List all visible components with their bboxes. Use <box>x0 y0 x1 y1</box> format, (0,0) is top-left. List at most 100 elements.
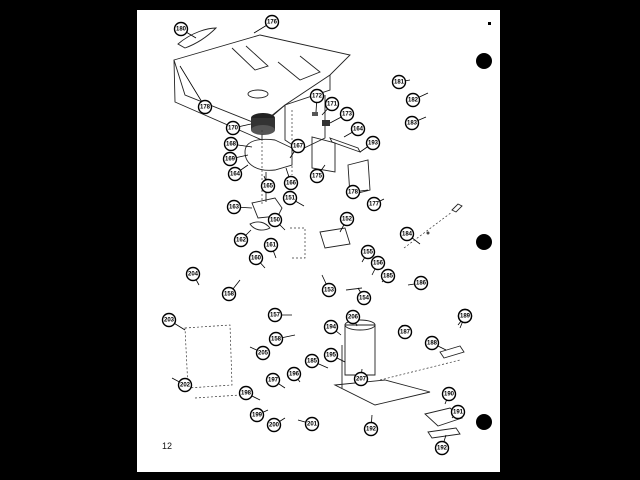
callout-circle <box>185 266 201 282</box>
callout-label: 178 <box>200 105 211 111</box>
callout-compressor-top: 206 <box>345 309 361 327</box>
callout-bracket-b: 198 <box>238 385 261 401</box>
speck-mark <box>488 22 491 25</box>
callout-circle <box>324 96 340 112</box>
callout-valve-screw: 156 <box>370 255 386 276</box>
callout-label: 170 <box>228 126 239 132</box>
callout-circle <box>399 226 415 242</box>
callout-switch-screw: 164 <box>343 121 366 138</box>
callout-knob: 181 <box>391 74 411 90</box>
callout-label: 198 <box>241 391 252 397</box>
callout-circle <box>263 237 279 253</box>
callout-label: 151 <box>285 196 296 202</box>
callout-label: 205 <box>258 351 269 357</box>
page-number: 12 <box>162 441 173 451</box>
callout-base-rail: 192 <box>363 414 379 437</box>
callout-label: 203 <box>164 318 175 324</box>
callout-label: 195 <box>326 353 337 359</box>
callout-circle <box>225 120 241 136</box>
callout-compressor: 207 <box>353 368 369 387</box>
control-assembly <box>290 203 463 291</box>
callout-fitting: 204 <box>185 266 201 286</box>
binder-hole <box>476 234 492 250</box>
callout-tube-a: 194 <box>323 319 342 336</box>
callout-label: 172 <box>312 94 323 100</box>
callout-rod: 154 <box>356 287 372 306</box>
callout-circle <box>365 135 381 151</box>
callout-circle <box>356 290 372 306</box>
callout-label: 181 <box>394 80 405 86</box>
callout-label: 176 <box>267 20 278 26</box>
binder-hole <box>476 53 492 69</box>
callout-label: 184 <box>402 232 413 238</box>
callout-label: 207 <box>356 377 367 383</box>
callout-panel-screw: 177 <box>366 196 385 212</box>
callout-label: 155 <box>363 250 374 256</box>
callout-fitting-b: 197 <box>265 372 286 389</box>
callout-circle <box>227 166 243 182</box>
callout-label: 168 <box>226 142 237 148</box>
callout-circle <box>434 440 450 456</box>
callout-drain: 202 <box>171 377 193 393</box>
callout-label: 180 <box>176 27 187 33</box>
callout-circle <box>249 407 265 423</box>
callout-circle <box>260 178 276 194</box>
callout-circle <box>353 371 369 387</box>
callout-label: 154 <box>359 296 370 302</box>
callout-line: 158 <box>268 331 296 347</box>
callout-circle <box>177 377 193 393</box>
callout-label: 185 <box>383 274 394 280</box>
callout-label: 152 <box>342 217 353 223</box>
callout-frame: 175 <box>309 164 326 184</box>
callout-circle <box>221 286 237 302</box>
leader-line <box>179 65 206 108</box>
callout-label: 193 <box>368 141 379 147</box>
callout-circle <box>264 14 280 30</box>
callout-rail: 193 <box>359 135 381 153</box>
callout-circle <box>290 138 306 154</box>
callout-label: 196 <box>289 372 300 378</box>
callout-label: 175 <box>312 174 323 180</box>
callout-base-plate: 191 <box>450 404 466 420</box>
callout-label: 164 <box>230 172 241 178</box>
callout-bracket: 166 <box>283 167 299 191</box>
callout-circle <box>345 309 361 325</box>
callout-label: 192 <box>437 446 448 452</box>
callout-knob-spring: 183 <box>404 115 427 131</box>
callout-switch-plate: 171 <box>321 96 340 116</box>
callout-label: 164 <box>353 127 364 133</box>
callout-relay: 150 <box>267 212 286 231</box>
callout-knob-shaft: 182 <box>405 92 429 108</box>
callout-circle <box>238 385 254 401</box>
callout-top-handle: 180 <box>173 21 197 39</box>
callout-label: 163 <box>229 205 240 211</box>
callout-terminal-screw: 189 <box>457 308 473 329</box>
callout-label: 173 <box>342 112 353 118</box>
callout-label: 194 <box>326 325 337 331</box>
callout-bracket-plate: 152 <box>339 211 355 233</box>
callout-shaft-screw: 165 <box>260 175 276 194</box>
cabinet-housing <box>173 27 351 151</box>
callout-blower-wheel: 170 <box>225 120 252 136</box>
callout-circle <box>397 324 413 340</box>
callout-label: 178 <box>348 190 359 196</box>
motor <box>249 197 283 231</box>
callout-circle <box>360 244 376 260</box>
callout-label: 153 <box>324 288 335 294</box>
callout-circle <box>321 282 337 298</box>
binder-hole <box>476 414 492 430</box>
callout-switch-pin: 172 <box>309 88 325 113</box>
callout-circle <box>350 121 366 137</box>
callout-label: 171 <box>327 102 338 108</box>
callout-screw: 160 <box>248 250 266 269</box>
callout-label: 202 <box>180 383 191 389</box>
callout-label: 160 <box>251 256 262 262</box>
callout-label: 204 <box>188 272 199 278</box>
callout-label: 166 <box>286 181 297 187</box>
callout-circle <box>304 416 320 432</box>
callout-coupling: 157 <box>267 307 292 323</box>
callout-circle <box>363 421 379 437</box>
callout-blower-clip: 168 <box>223 136 253 152</box>
callout-circle <box>173 21 189 37</box>
